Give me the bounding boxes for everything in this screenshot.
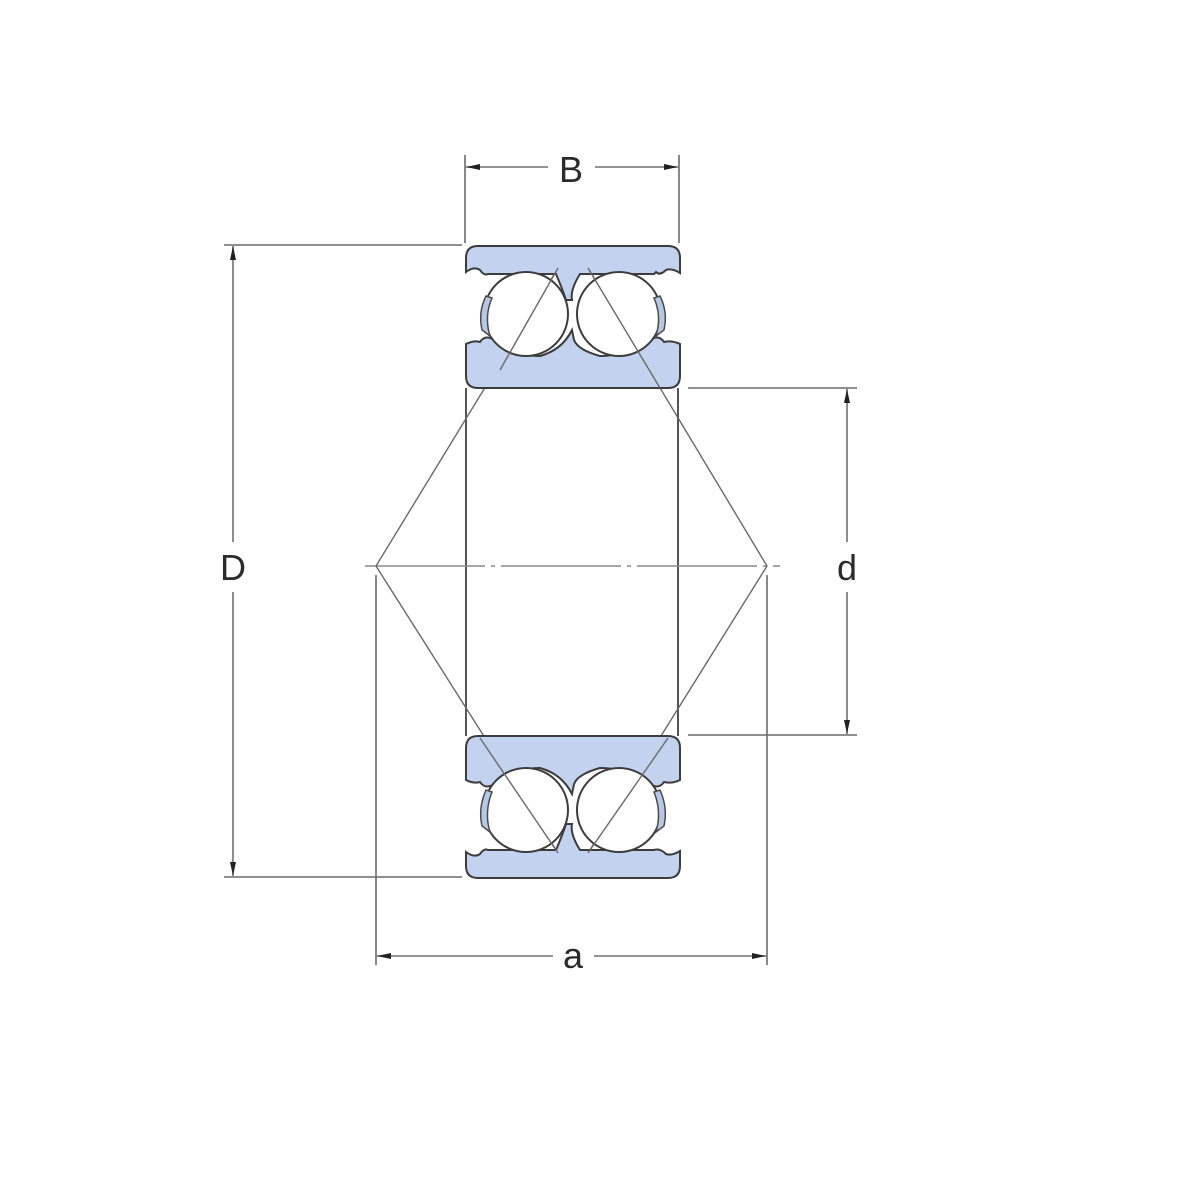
dimension-a: a	[375, 575, 768, 976]
dimension-label-d-bore: d	[837, 547, 857, 588]
ball	[576, 271, 662, 357]
dimension-label-d-outer: D	[220, 547, 246, 588]
ball	[483, 767, 569, 853]
seal	[653, 789, 667, 834]
dimension-b: B	[464, 149, 680, 243]
dimension-label-a: a	[563, 935, 584, 976]
ball	[576, 767, 662, 853]
dimension-bore-diameter: d	[688, 387, 857, 736]
upper-bearing-section	[465, 245, 681, 389]
dimension-label-b: B	[559, 149, 583, 190]
seal	[479, 295, 494, 338]
lower-bearing-section	[465, 735, 681, 879]
dimension-outer-diameter: D	[220, 244, 462, 878]
seal	[652, 295, 667, 338]
bore-outline	[465, 388, 679, 736]
outer-ring	[465, 823, 681, 879]
inner-ring	[465, 326, 681, 389]
outer-ring	[465, 245, 681, 301]
seal	[479, 789, 493, 834]
inner-ring	[465, 735, 681, 798]
ball	[483, 271, 569, 357]
